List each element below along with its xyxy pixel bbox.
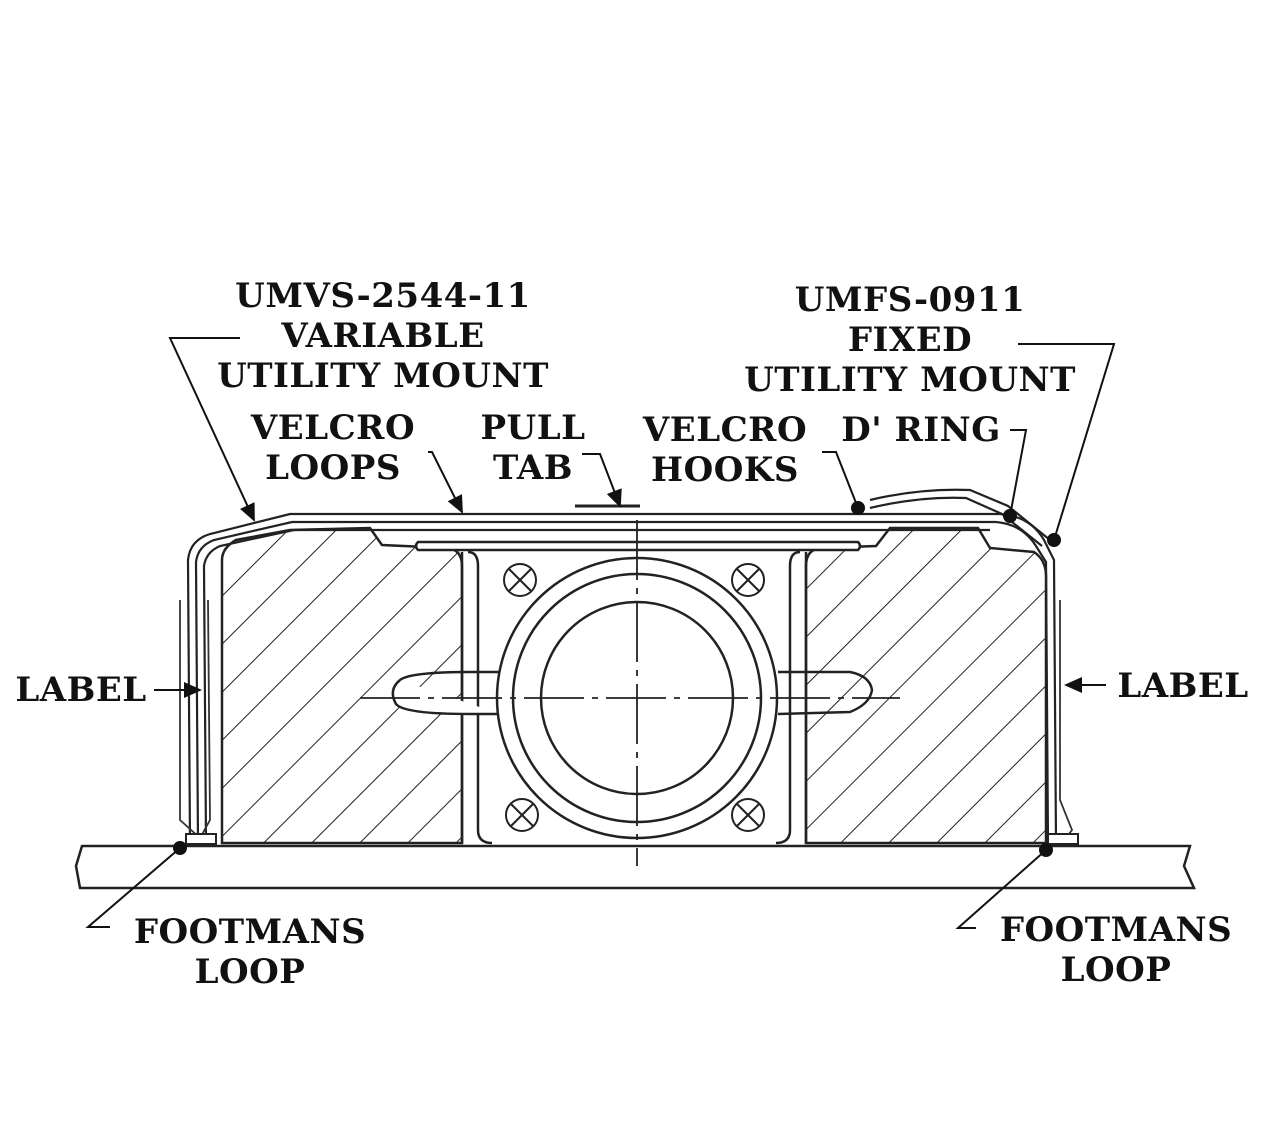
label-right-text: LABEL	[1117, 666, 1249, 706]
leader-lines	[85, 337, 1116, 929]
velcro-strap	[186, 488, 1058, 844]
footmans-loop-left-line2: LOOP	[194, 952, 306, 992]
velcro-loops-line1: VELCRO	[250, 408, 416, 448]
pull-tab-line2: TAB	[492, 448, 574, 488]
velcro-loops-label: VELCRO LOOPS	[238, 408, 428, 488]
footmans-loop-right-line1: FOOTMANS	[999, 910, 1233, 950]
footmans-loop-right-line2: LOOP	[1060, 950, 1172, 990]
variable-mount-line3: UTILITY MOUNT	[217, 356, 549, 396]
footmans-loop-left-label: FOOTMANS LOOP	[120, 912, 380, 992]
fixed-mount-line3: UTILITY MOUNT	[744, 360, 1076, 400]
velcro-hooks-line2: HOOKS	[651, 450, 799, 490]
deck-plate	[74, 844, 1196, 890]
velcro-hooks-label: VELCRO HOOKS	[630, 410, 820, 490]
label-left-text: LABEL	[15, 670, 147, 710]
fixed-mount-line2: FIXED	[847, 320, 973, 360]
right-block	[804, 526, 1048, 845]
variable-mount-label: UMVS-2544-11 VARIABLE UTILITY MOUNT	[208, 276, 558, 396]
footmans-loop-right-label: FOOTMANS LOOP	[986, 910, 1246, 990]
pull-tab-line1: PULL	[480, 408, 586, 448]
screw-icons	[503, 563, 765, 832]
label-left-callout: LABEL	[8, 670, 154, 710]
left-block	[220, 526, 464, 845]
velcro-loops-line2: LOOPS	[265, 448, 401, 488]
pull-tab-label: PULL TAB	[470, 408, 596, 488]
velcro-hooks-line1: VELCRO	[642, 410, 808, 450]
variable-mount-line2: VARIABLE	[281, 316, 485, 356]
label-right-callout: LABEL	[1108, 666, 1258, 706]
d-ring-line1: D' RING	[841, 410, 1001, 450]
d-ring-assembly	[360, 520, 900, 866]
footmans-loop-parts	[185, 833, 1079, 845]
variable-mount-part-number: UMVS-2544-11	[235, 276, 531, 316]
footmans-loop-left-line1: FOOTMANS	[133, 912, 367, 952]
d-ring-label: D' RING	[830, 410, 1012, 450]
fixed-mount-label: UMFS-0911 FIXED UTILITY MOUNT	[730, 280, 1090, 400]
fixed-mount-part-number: UMFS-0911	[794, 280, 1026, 320]
